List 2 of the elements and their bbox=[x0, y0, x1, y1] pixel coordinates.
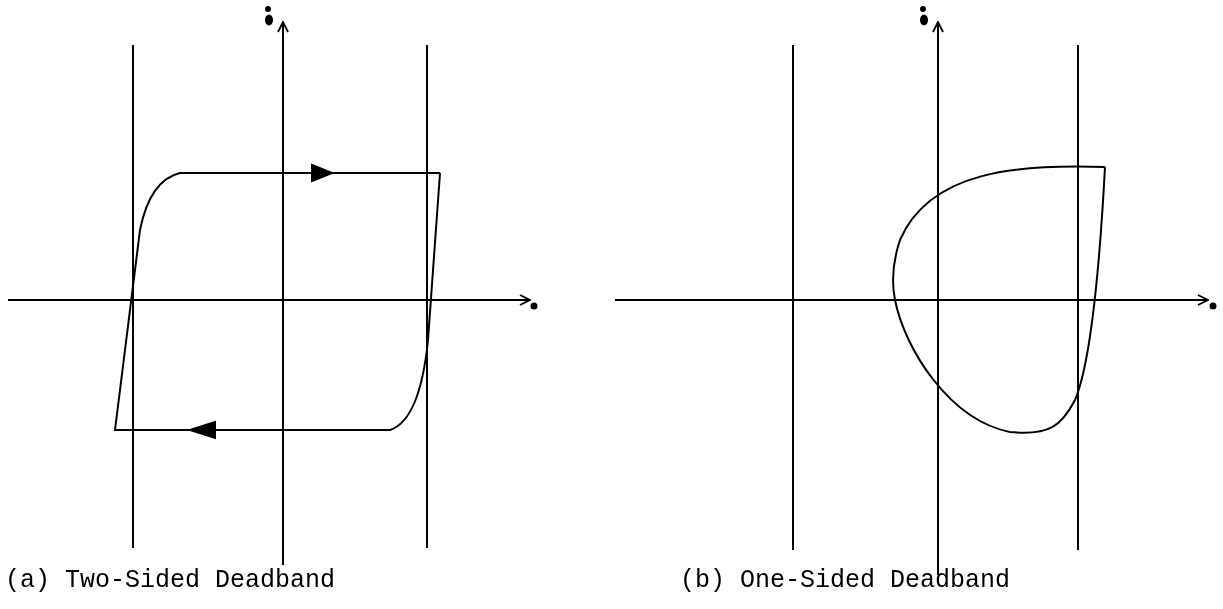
figure-caption: (a) Two-Sided Deadband bbox=[5, 566, 336, 596]
figure-caption: (b) One-Sided Deadband bbox=[680, 566, 1011, 596]
